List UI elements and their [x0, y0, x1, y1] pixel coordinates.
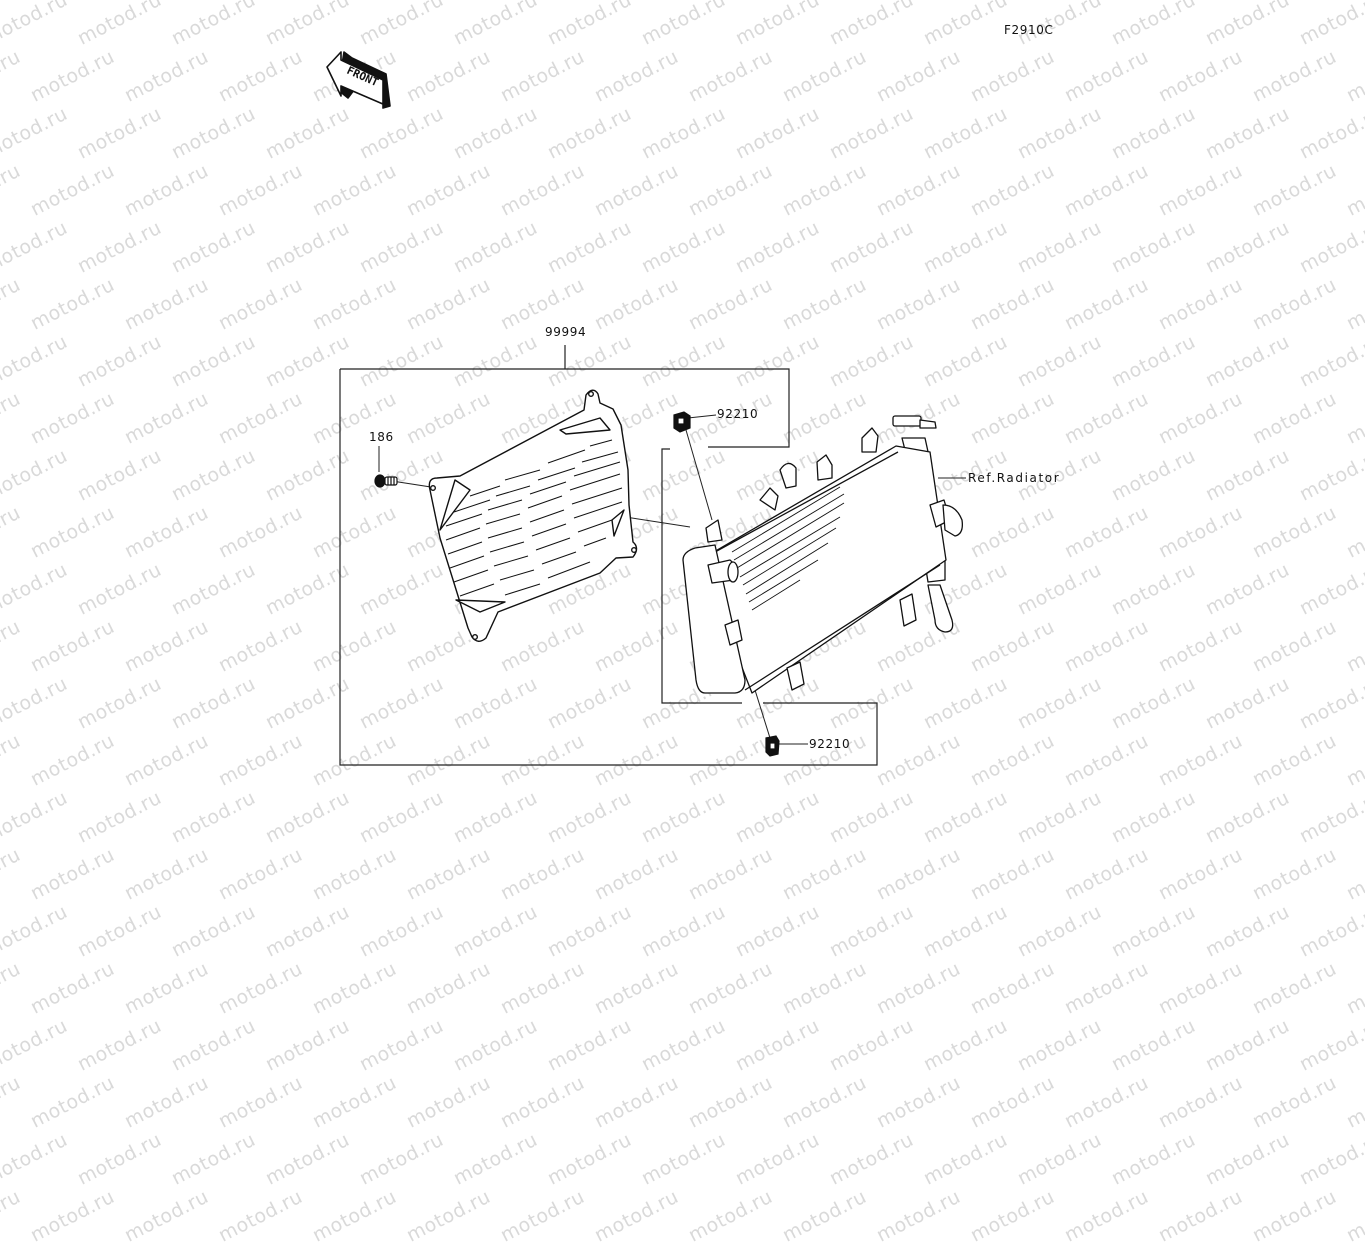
watermark-text: motod.ru — [497, 1185, 589, 1247]
watermark-text: motod.ru — [920, 1128, 1012, 1190]
watermark-text: motod.ru — [826, 1128, 918, 1190]
watermark-text: motod.ru — [967, 1185, 1059, 1247]
callout-99994[interactable]: 99994 — [545, 325, 587, 339]
watermark-text: motod.ru — [403, 1185, 495, 1247]
exploded-parts-diagram: FRONT — [326, 51, 966, 766]
nut-lower-icon — [765, 735, 780, 757]
radiator-icon — [682, 415, 963, 694]
watermark-text: motod.ru — [873, 1071, 965, 1133]
watermark-text: motod.ru — [497, 1071, 589, 1133]
watermark-text: motod.ru — [591, 1071, 683, 1133]
callout-186[interactable]: 186 — [369, 430, 394, 444]
watermark-text: motod.ru — [779, 1185, 871, 1247]
watermark-text: motod.ru — [309, 1185, 401, 1247]
callout-92210-lower[interactable]: 92210 — [809, 737, 851, 751]
watermark-text: motod.ru — [121, 1071, 213, 1133]
nut-upper-icon — [673, 411, 691, 433]
watermark-text: motod.ru — [168, 1128, 260, 1190]
watermark-text: motod.ru — [779, 1071, 871, 1133]
watermark-text: motod.ru — [732, 1128, 824, 1190]
watermark-text: motod.ru — [1155, 1185, 1247, 1247]
radiator-guard-icon — [428, 389, 638, 642]
watermark-text: motod.ru — [74, 1128, 166, 1190]
figure-code: F2910C — [1004, 23, 1054, 37]
watermark-text: motod.ru — [356, 1128, 448, 1190]
watermark-text: motod.ru — [27, 1071, 119, 1133]
bolt-icon — [374, 474, 398, 488]
watermark-text: motod.ru — [544, 1128, 636, 1190]
watermark-text: motod.ru — [1108, 1128, 1200, 1190]
watermark-text: motod.ru — [1249, 1185, 1341, 1247]
watermark-text: motod.ru — [450, 1128, 542, 1190]
callout-ref-radiator[interactable]: Ref.Radiator — [968, 471, 1061, 485]
watermark-text: motod.ru — [1155, 1071, 1247, 1133]
watermark-text: motod.ru — [1249, 1071, 1341, 1133]
watermark-text: motod.ru — [121, 1185, 213, 1247]
watermark-text: motod.ru — [638, 1128, 730, 1190]
kit-outline — [339, 345, 878, 766]
front-arrow-icon: FRONT — [326, 51, 391, 109]
watermark-text: motod.ru — [685, 1185, 777, 1247]
watermark-text: motod.ru — [967, 1071, 1059, 1133]
watermark-text: motod.ru — [0, 1071, 25, 1133]
watermark-text: motod.ru — [1014, 1128, 1106, 1190]
watermark-text: motod.ru — [215, 1185, 307, 1247]
watermark-text: motod.ru — [403, 1071, 495, 1133]
watermark-text: motod.ru — [1296, 1128, 1365, 1190]
watermark-text: motod.ru — [27, 1185, 119, 1247]
watermark-text: motod.ru — [0, 1185, 25, 1247]
watermark-text: motod.ru — [262, 1128, 354, 1190]
watermark-text: motod.ru — [591, 1185, 683, 1247]
callout-92210-upper[interactable]: 92210 — [717, 407, 759, 421]
watermark-text: motod.ru — [215, 1071, 307, 1133]
watermark-text: motod.ru — [1343, 1071, 1365, 1133]
watermark-text: motod.ru — [685, 1071, 777, 1133]
watermark-text: motod.ru — [1202, 1128, 1294, 1190]
watermark-text: motod.ru — [873, 1185, 965, 1247]
watermark-text: motod.ru — [0, 1128, 72, 1190]
watermark-text: motod.ru — [1061, 1185, 1153, 1247]
watermark-text: motod.ru — [1061, 1071, 1153, 1133]
watermark-text: motod.ru — [1343, 1185, 1365, 1247]
watermark-text: motod.ru — [309, 1071, 401, 1133]
